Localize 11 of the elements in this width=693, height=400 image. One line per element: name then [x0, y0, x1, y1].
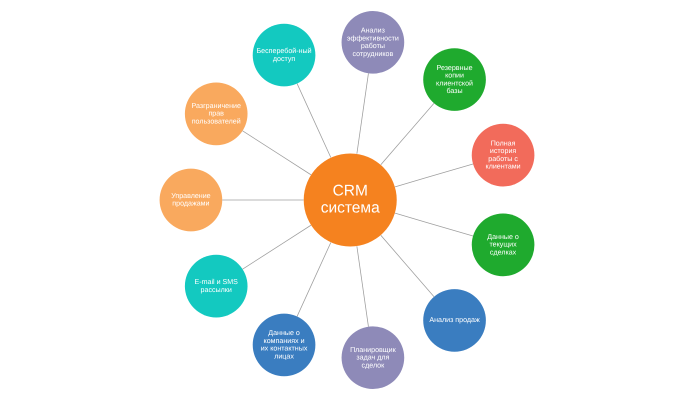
- connector: [394, 212, 473, 236]
- connector: [380, 234, 434, 298]
- connector: [356, 72, 368, 154]
- connector: [296, 83, 331, 158]
- connector: [296, 242, 331, 317]
- connector: [380, 102, 434, 166]
- connector: [394, 164, 473, 188]
- connector: [242, 130, 311, 176]
- connector: [242, 224, 311, 270]
- node-circle: CRM система: [303, 153, 396, 246]
- connector: [356, 246, 368, 328]
